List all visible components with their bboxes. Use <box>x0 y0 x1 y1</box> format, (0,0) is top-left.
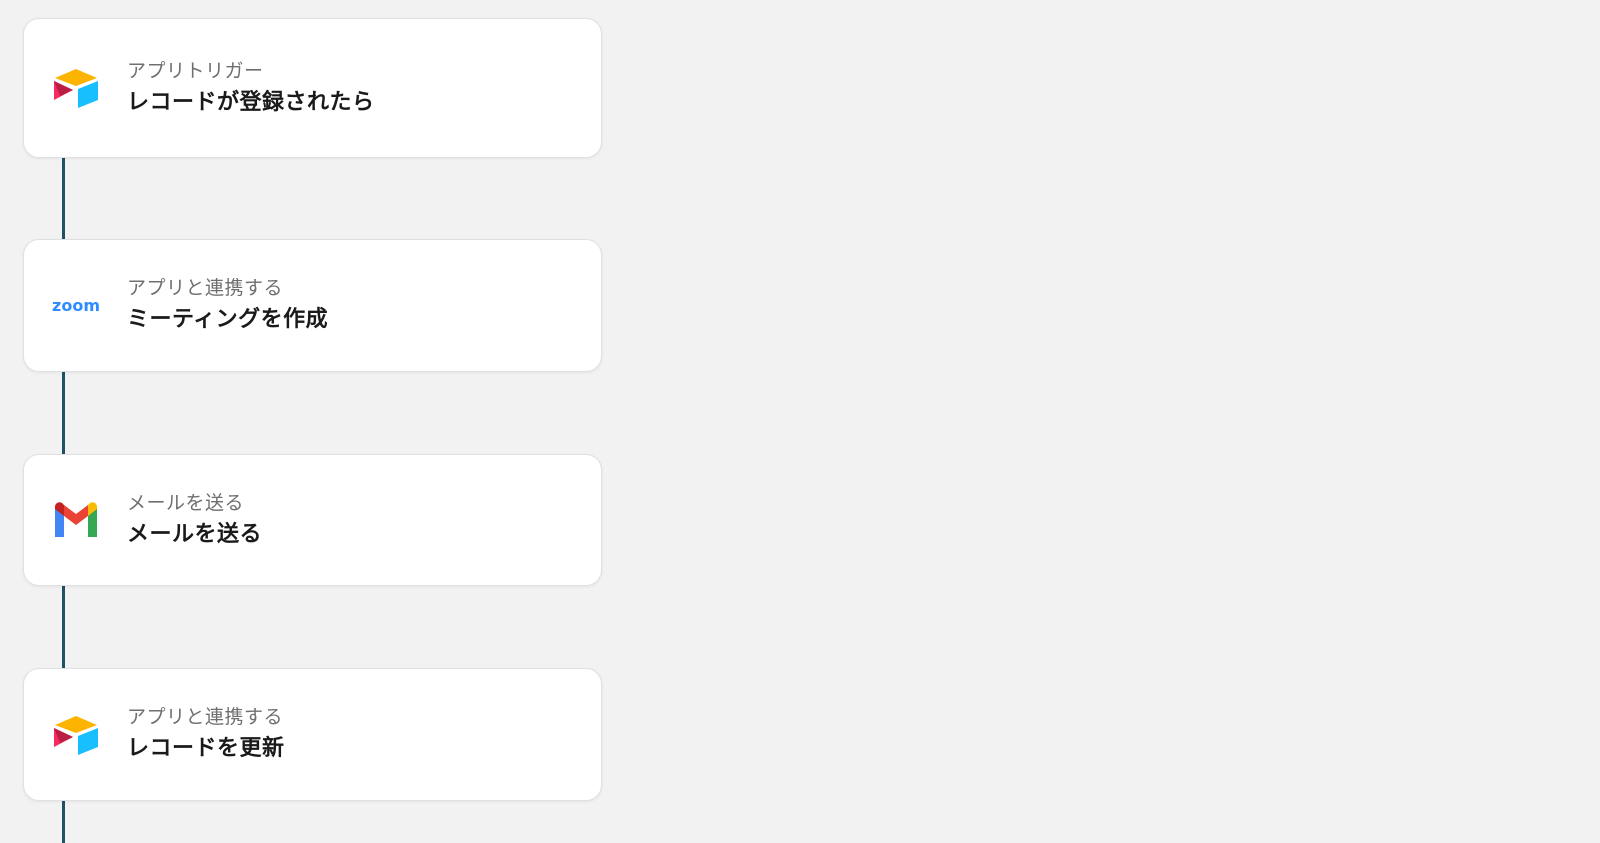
step-title: レコードが登録されたら <box>127 89 375 115</box>
zoom-logo-text: zoom <box>52 296 100 315</box>
flow-step-card-update[interactable]: アプリと連携する レコードを更新 <box>23 668 602 801</box>
airtable-icon <box>52 711 100 759</box>
airtable-icon <box>52 64 100 112</box>
flow-step-card-trigger[interactable]: アプリトリガー レコードが登録されたら <box>23 18 602 158</box>
flow-connector <box>62 800 65 843</box>
flow-connector <box>62 585 65 669</box>
gmail-icon <box>52 496 100 544</box>
step-title: レコードを更新 <box>127 736 285 761</box>
step-kind-label: アプリと連携する <box>127 277 284 299</box>
flow-step-card-zoom[interactable]: zoom アプリと連携する ミーティングを作成 <box>23 239 602 372</box>
step-kind-label: メールを送る <box>127 491 245 514</box>
step-title: ミーティングを作成 <box>127 307 329 332</box>
flow-connector <box>62 157 65 240</box>
flow-step-card-gmail[interactable]: メールを送る メールを送る <box>23 454 602 586</box>
zoom-icon: zoom <box>52 282 100 330</box>
step-kind-label: アプリと連携する <box>127 706 284 728</box>
step-kind-label: アプリトリガー <box>127 59 264 82</box>
flow-connector <box>62 371 65 455</box>
step-title: メールを送る <box>127 521 263 547</box>
